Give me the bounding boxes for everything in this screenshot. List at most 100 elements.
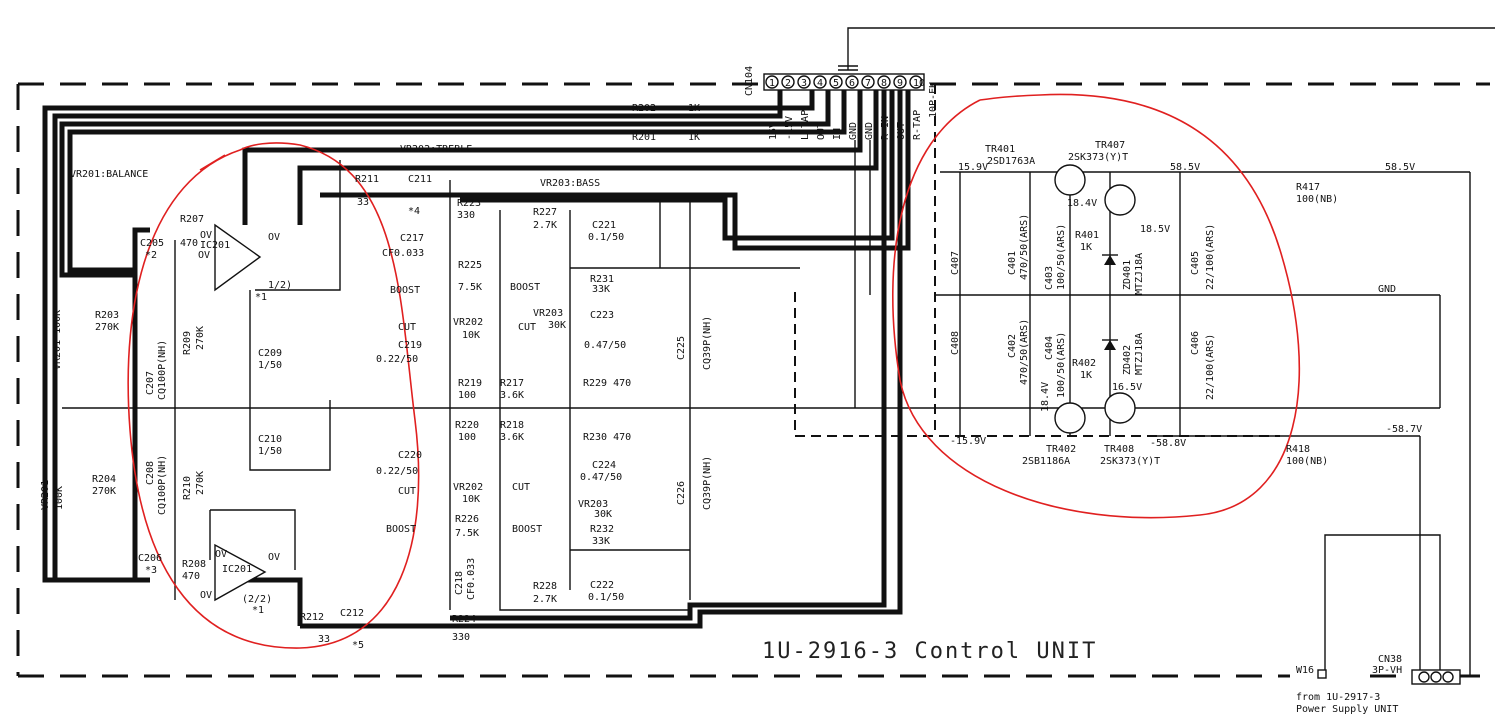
star1-label: *1 [255, 292, 267, 303]
cn104-pin [813, 75, 827, 89]
c210-label: C210 [258, 434, 282, 445]
ov-label-3: OV [268, 232, 280, 243]
cn104-pin [909, 75, 923, 89]
vr201-label-a: VR201 100K [52, 310, 63, 370]
tr402-value: 2SB1186A [1022, 456, 1070, 467]
boost-label-3: BOOST [510, 282, 540, 293]
c226-value: CQ39P(NH) [702, 456, 713, 510]
red-annotation-left [127, 142, 420, 649]
cn104-pin-number: 1 [769, 78, 775, 89]
ic201a-label: IC201 [200, 240, 230, 251]
labels-power: TR401 2SD1763A TR407 2SK373(Y)T 15.9V 58… [950, 140, 1422, 467]
vm587-label: -58.7V [1386, 424, 1422, 435]
vr203a-label: VR203 [533, 308, 563, 319]
r210-label: R210 [182, 476, 193, 500]
r231-label: R231 [590, 274, 614, 285]
c219-value: 0.22/50 [376, 354, 418, 365]
c403-label: C403 [1044, 266, 1055, 290]
c220-value: 0.22/50 [376, 466, 418, 477]
c403-value: 100/50(ARS) [1056, 224, 1067, 290]
ov-label-1: OV [200, 230, 212, 241]
cut-label-2: CUT [398, 486, 416, 497]
cn38-type: 3P-VH [1372, 665, 1402, 676]
c406-value: 22/100(ARS) [1205, 334, 1216, 400]
half2-label: (2/2) [242, 594, 272, 605]
cn38-connector [1317, 669, 1461, 685]
cn104-type: 10P-EH [928, 82, 939, 118]
c223-label: C223 [590, 310, 614, 321]
r227-label: R227 [533, 207, 557, 218]
r201-value: 1K [688, 132, 700, 143]
c224-label: C224 [592, 460, 616, 471]
star4-label: *4 [408, 206, 420, 217]
r208-value: 470 [182, 571, 200, 582]
c223-value: 0.47/50 [584, 340, 626, 351]
c225-value: CQ39P(NH) [702, 316, 713, 370]
r203-value: 270K [95, 322, 119, 333]
ov-label-4: OV [215, 549, 227, 560]
tr401-label: TR401 [985, 144, 1015, 155]
c402-label: C402 [1007, 334, 1018, 358]
r402-label: R402 [1072, 358, 1096, 369]
zd402-label: ZD402 [1122, 345, 1133, 375]
tr408-transistor [1104, 392, 1136, 424]
c405-label: C405 [1190, 251, 1201, 275]
r232-label: R232 [590, 524, 614, 535]
r217-value: 3.6K [500, 390, 524, 401]
r228-value: 2.7K [533, 594, 557, 605]
c221-value: 0.1/50 [588, 232, 624, 243]
cn104-signal-label: -15V [784, 116, 795, 140]
labels-footer: 1U-2916-3 Control UNIT CN38 3P-VH W16 fr… [762, 639, 1402, 715]
ov-label-6: OV [268, 552, 280, 563]
cn104-pin-number: 4 [817, 78, 823, 89]
r401-label: R401 [1075, 230, 1099, 241]
cn104-pin-number: 10 [913, 78, 925, 89]
vr201-balance-label: VR201:BALANCE [70, 169, 148, 180]
c212-label: C212 [340, 608, 364, 619]
c211-label: C211 [408, 174, 432, 185]
boost-label-2: BOOST [386, 524, 416, 535]
tr402-label: TR402 [1046, 444, 1076, 455]
c224-value: 0.47/50 [580, 472, 622, 483]
r211-label: R211 [355, 174, 379, 185]
c222-value: 0.1/50 [588, 592, 624, 603]
vr203a-value: 30K [548, 320, 566, 331]
tr408-value: 2SK373(Y)T [1100, 456, 1160, 467]
cn104-pin-number: 3 [801, 78, 807, 89]
r204-label: R204 [92, 474, 116, 485]
top-lead [838, 27, 1495, 71]
c406-label: C406 [1190, 331, 1201, 355]
vr202-treble-label: VR202:TREBLE [400, 144, 472, 155]
v184b-label: 18.4V [1040, 382, 1051, 412]
vr203b-label: VR203 [578, 499, 608, 510]
unit-boundary [16, 82, 1490, 678]
r201-label: R201 [632, 132, 656, 143]
signal-traces [42, 90, 911, 629]
cn104-pin-number: 7 [865, 78, 871, 89]
zd401-label: ZD401 [1122, 260, 1133, 290]
zd402-diode [1102, 339, 1118, 350]
power-source-line1: from 1U-2917-3 [1296, 692, 1380, 703]
r230-label: R230 470 [583, 432, 631, 443]
r219-value: 100 [458, 390, 476, 401]
r232-value: 33K [592, 536, 610, 547]
vr202b-value: 10K [462, 494, 480, 505]
r212-value: 33 [318, 634, 330, 645]
v585-label: 58.5V [1170, 162, 1200, 173]
r211-value: 33 [357, 197, 369, 208]
cut-label-1: CUT [398, 322, 416, 333]
r224-value: 330 [452, 632, 470, 643]
c209-value: 1/50 [258, 360, 282, 371]
v585b-label: 58.5V [1385, 162, 1415, 173]
r225-label: R225 [458, 260, 482, 271]
c405-value: 22/100(ARS) [1205, 224, 1216, 290]
c218-label: C218 [454, 571, 465, 595]
labels-left: VR201:BALANCE VR202:TREBLE VR203:BASS R2… [40, 103, 713, 651]
vm159-label: -15.9V [950, 436, 986, 447]
r225-value: 7.5K [458, 282, 482, 293]
r228-label: R228 [533, 581, 557, 592]
c401-label: C401 [1007, 251, 1018, 275]
c222-label: C222 [590, 580, 614, 591]
half1-label: 1/2) [268, 280, 292, 291]
